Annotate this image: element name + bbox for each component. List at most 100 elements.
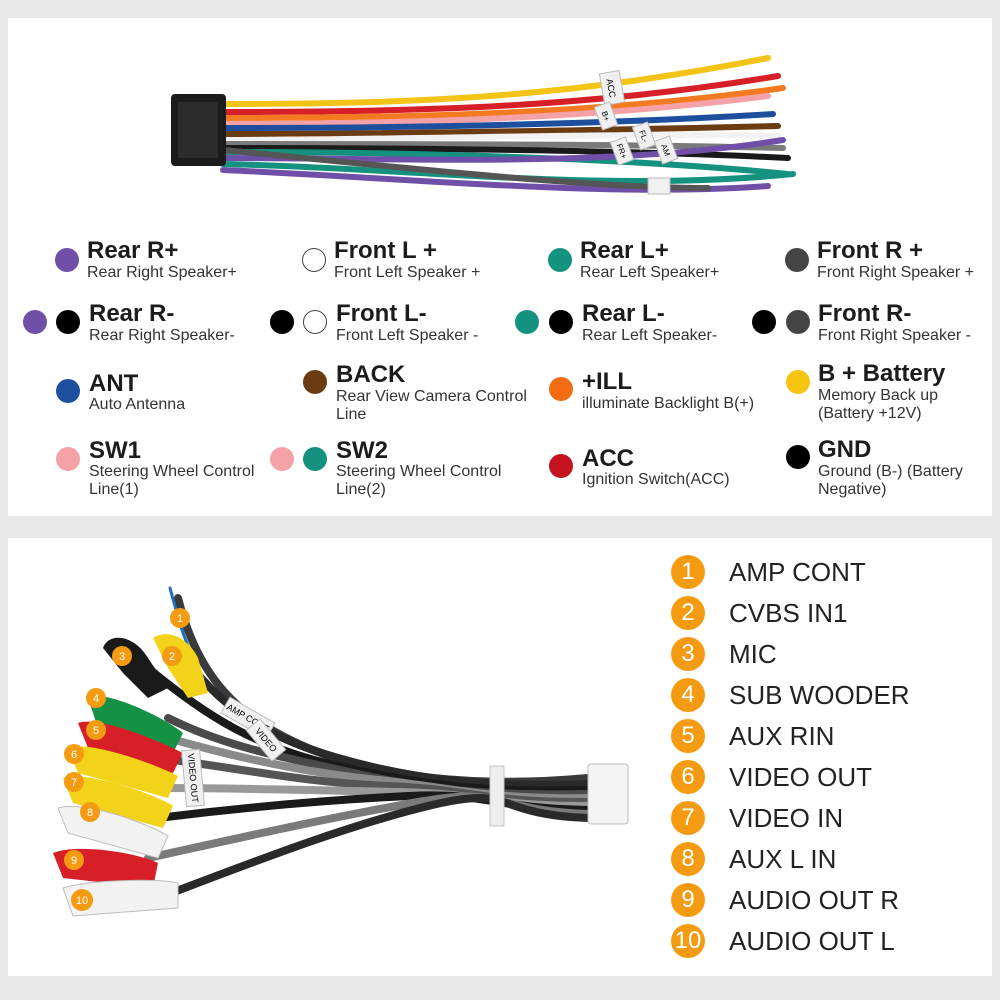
- legend-title: GND: [818, 436, 872, 463]
- pink-dot-icon: [270, 447, 294, 471]
- number-badge: 8: [671, 842, 705, 876]
- harness-tag-fr: FR+: [609, 136, 635, 166]
- connector-label: SUB WOODER: [729, 680, 910, 710]
- wire-harness-panel: ACC B+ FL- FR+ AM Rear R+ Rear Right Spe…: [8, 18, 992, 516]
- tag-fl-text: FL-: [637, 129, 650, 144]
- legend-title: BACK: [336, 361, 406, 388]
- connector-label: MIC: [729, 639, 777, 669]
- wire-white: [220, 131, 781, 143]
- badge-3-text: 3: [119, 651, 125, 663]
- legend-title: Front L-: [336, 300, 427, 327]
- connector-label: AMP CONT: [729, 557, 866, 587]
- connector-label: VIDEO OUT: [729, 762, 873, 792]
- number-badge: 4: [671, 678, 705, 712]
- number-badge: 7: [671, 801, 705, 835]
- legend-title: B + Battery: [818, 360, 946, 387]
- white-dot-icon: [302, 248, 326, 272]
- badge-1-text: 1: [177, 613, 183, 625]
- legend-title: ANT: [89, 370, 139, 397]
- legend-title: Rear L-: [582, 300, 665, 327]
- red-dot-icon: [549, 454, 573, 478]
- legend-title: ACC: [582, 445, 634, 472]
- legend-desc: Front Left Speaker +: [334, 264, 481, 281]
- connector-label: AUX RIN: [729, 721, 835, 751]
- cable-tie: [647, 177, 671, 195]
- connector-label: CVBS IN1: [729, 598, 848, 628]
- legend-title: +ILL: [582, 368, 633, 395]
- connector-label: AUDIO OUT L: [729, 926, 895, 956]
- legend-desc: Front Right Speaker +: [817, 264, 974, 281]
- wire-blue: [220, 111, 776, 131]
- tag-video-out-text: VIDEO OUT: [186, 753, 200, 804]
- blue-dot-icon: [56, 379, 80, 403]
- legend-title: SW2: [336, 437, 389, 464]
- badge-7-text: 7: [71, 777, 77, 789]
- legend-title: SW1: [89, 437, 142, 464]
- plug-yellow-2: [63, 776, 173, 828]
- legend-desc: Rear Left Speaker-: [582, 327, 718, 344]
- rca-cable-image: AMP CONT VIDEO VIDEO OUT 1 2 3 4 5 6: [53, 586, 629, 917]
- white-dot-icon: [303, 310, 327, 334]
- black-dot-icon: [270, 310, 294, 334]
- orange-dot-icon: [549, 377, 573, 401]
- teal-dot-icon: [548, 248, 572, 272]
- legend-title: Front L +: [334, 237, 437, 264]
- badge-10-text: 10: [76, 895, 88, 907]
- connector-label: AUX L IN: [729, 844, 837, 874]
- tag-acc-text: ACC: [604, 78, 617, 99]
- brown-dot-icon: [303, 370, 327, 394]
- legend-title: Rear R+: [87, 237, 179, 264]
- badge-4-text: 4: [93, 693, 99, 705]
- molex-connector: [587, 763, 629, 825]
- legend-desc: Rear Right Speaker-: [89, 327, 235, 344]
- harness-tag-fl: FL-: [631, 121, 657, 151]
- number-badge: 3: [671, 637, 705, 671]
- number-badge: 9: [671, 883, 705, 917]
- legend-desc: Front Left Speaker -: [336, 327, 479, 344]
- wire-red: [220, 73, 781, 115]
- badge-9-text: 9: [71, 855, 77, 867]
- tag-bplus-text: B+: [600, 110, 612, 123]
- legend-title: Front R +: [817, 237, 923, 264]
- gray-dot-icon: [785, 248, 809, 272]
- tag-video-out: VIDEO OUT: [181, 748, 205, 808]
- number-badge: 10: [671, 924, 705, 958]
- yellow-dot-icon: [786, 370, 810, 394]
- black-dot-icon: [752, 310, 776, 334]
- legend-desc: Rear Right Speaker+: [87, 264, 237, 281]
- wire-brown: [220, 123, 781, 137]
- harness-tag-acc: ACC: [598, 69, 626, 107]
- harness-tags-bottom: AMP CONT VIDEO VIDEO OUT: [181, 696, 287, 808]
- badge-5-text: 5: [93, 725, 99, 737]
- legend-desc: Auto Antenna: [89, 396, 186, 413]
- plug-green: [88, 695, 183, 753]
- legend-desc: Rear View Camera Control Line: [336, 388, 527, 423]
- plug-yellow-1: [68, 746, 178, 798]
- tag-amp-text: AM: [659, 143, 672, 158]
- plug-white-2: [62, 879, 179, 917]
- black-dot-icon: [549, 310, 573, 334]
- legend-title: Rear R-: [89, 300, 175, 327]
- teal-dot-icon: [515, 310, 539, 334]
- cable-tie: [489, 765, 505, 827]
- legend-desc: Steering Wheel Control Line(1): [89, 463, 255, 498]
- legend-desc: Rear Left Speaker+: [580, 264, 720, 281]
- badge-6-text: 6: [71, 749, 77, 761]
- legend-title: Front R-: [818, 300, 912, 327]
- teal-dot-icon: [303, 447, 327, 471]
- badge-2-text: 2: [169, 651, 175, 663]
- harness-tag-bplus: B+: [593, 101, 619, 131]
- legend-desc: Ignition Switch(ACC): [582, 471, 730, 488]
- number-badge: 2: [671, 596, 705, 630]
- number-badge: 5: [671, 719, 705, 753]
- wire-pink: [220, 93, 771, 127]
- legend-desc: Memory Back up (Battery +12V): [818, 387, 939, 422]
- legend-desc: illuminate Backlight B(+): [582, 395, 755, 412]
- purple-dot-icon: [55, 248, 79, 272]
- plug-number-badges: 1 2 3 4 5 6 7 8 9 10: [64, 608, 190, 911]
- gray-dot-icon: [786, 310, 810, 334]
- number-badge: 1: [671, 555, 705, 589]
- connector-label: VIDEO IN: [729, 803, 844, 833]
- legend-desc: Ground (B-) (Battery Negative): [818, 463, 963, 498]
- wire-black: [220, 145, 791, 161]
